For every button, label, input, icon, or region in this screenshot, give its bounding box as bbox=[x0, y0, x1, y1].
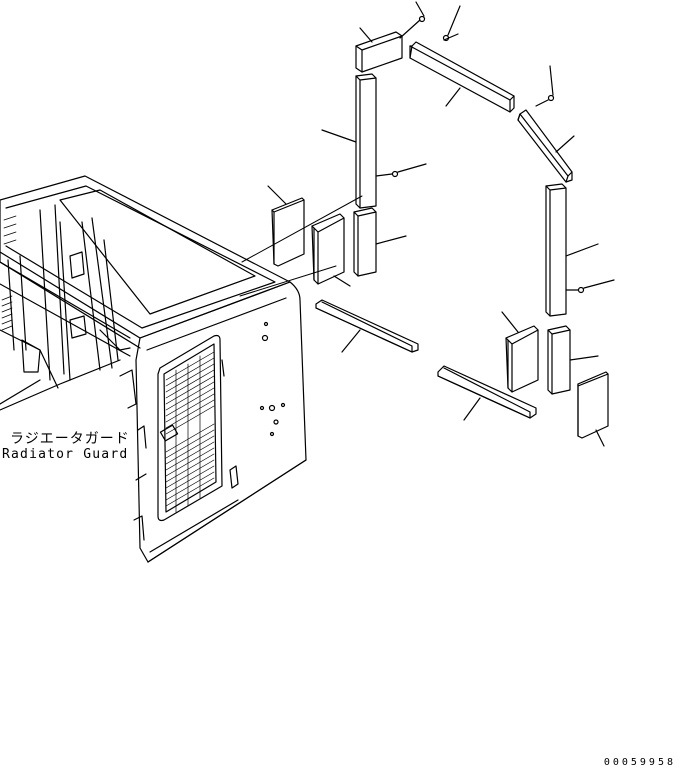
part-seal-medium-block-right bbox=[501, 311, 539, 393]
part-seal-small-block bbox=[355, 1, 426, 73]
part-seal-small-block-left bbox=[353, 207, 407, 277]
part-seal-flat-plate-right bbox=[437, 365, 537, 421]
part-seal-flat-pad-right bbox=[577, 371, 609, 447]
part-seal-diagonal-bar bbox=[517, 65, 575, 183]
part-seal-top-bar bbox=[409, 5, 515, 113]
part-seal-left-tall-bar bbox=[321, 73, 427, 209]
part-seal-flat-plate-left bbox=[315, 299, 419, 353]
part-name-english: Radiator Guard bbox=[2, 447, 129, 462]
drawing-number: 00059958 bbox=[603, 757, 676, 768]
part-seal-small-block-right bbox=[547, 325, 599, 395]
part-name-japanese: ラジエータガード bbox=[10, 431, 130, 447]
radiator-guard-assembly bbox=[0, 175, 307, 563]
part-seal-medium-block-left bbox=[311, 213, 351, 287]
part-seal-right-tall-bar bbox=[545, 183, 615, 317]
leader-lines bbox=[239, 195, 363, 297]
part-seal-flat-pad-left bbox=[267, 185, 305, 267]
